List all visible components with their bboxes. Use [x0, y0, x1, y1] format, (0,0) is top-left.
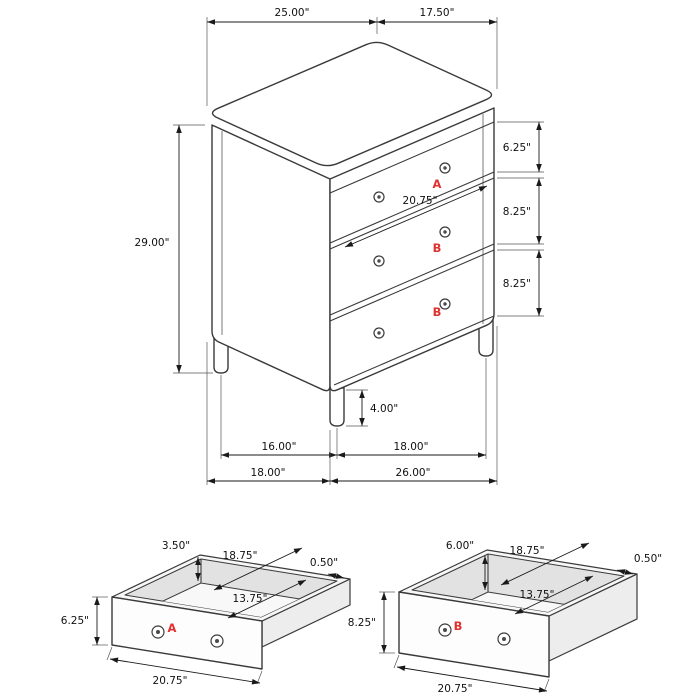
chest-isometric-view: A B B 25.00" 17.50" 29.00" 6.25" 8.25" 8…: [135, 7, 544, 485]
drawer-a-letter: A: [433, 177, 442, 191]
drawer-a-front-panel: [111, 596, 263, 670]
drawer-divider-line: [329, 249, 495, 322]
drawer-knob-dot: [502, 637, 506, 641]
chest-leg-front: [329, 387, 345, 427]
dim-a-side-height: 3.50": [162, 540, 190, 552]
dim-b-width: 20.75": [438, 683, 473, 695]
dim-b-side-height: 6.00": [446, 540, 474, 552]
dim-drawer-b1-front: 8.25": [503, 206, 531, 218]
dimension-line: [344, 185, 488, 248]
dim-a-inner-depth: 13.75": [233, 593, 268, 605]
extension-line: [393, 654, 400, 669]
dim-b-inner-depth: 13.75": [520, 589, 555, 601]
dim-a-outer-depth: 18.75": [223, 550, 258, 562]
drawer-knob-dot: [443, 230, 447, 234]
drawer-b-front-panel: [398, 591, 550, 678]
dim-leg-spacing-depth: 16.00": [262, 441, 297, 453]
chest-top-face: [211, 41, 493, 167]
drawer-knob-dot: [215, 639, 219, 643]
drawer-knob-dot: [443, 302, 447, 306]
dimension-line: [109, 657, 261, 685]
dim-overall-width: 26.00": [396, 467, 431, 479]
drawer-a-detail-view: A 3.50" 18.75" 0.50" 6.25" 13.75" 20.75": [61, 540, 351, 687]
drawer-knob-dot: [377, 195, 381, 199]
dim-height: 29.00": [135, 237, 170, 249]
dimension-line: [616, 569, 634, 575]
dim-a-wall-thickness: 0.50": [310, 557, 338, 569]
drawer-divider-line: [333, 315, 495, 386]
dim-drawer-width: 20.75": [403, 195, 438, 207]
drawer-b-detail-view: B 6.00" 18.75" 0.50" 8.25" 13.75" 20.75": [348, 540, 662, 695]
dim-a-width: 20.75": [153, 675, 188, 687]
dim-a-front-height: 6.25": [61, 615, 89, 627]
extension-line: [106, 646, 113, 661]
dimension-line: [514, 575, 594, 615]
drawer-knob-dot: [443, 166, 447, 170]
drawer-b2-letter: B: [433, 305, 442, 319]
dim-drawer-a-front: 6.25": [503, 142, 531, 154]
dimension-line: [396, 665, 548, 693]
drawer-b-detail-letter: B: [454, 619, 463, 633]
drawer-knob-dot: [156, 630, 160, 634]
dim-top-depth: 25.00": [275, 7, 310, 19]
dim-leg-height: 4.00": [370, 403, 398, 415]
dimension-line: [227, 579, 307, 619]
dim-leg-spacing-width: 18.00": [394, 441, 429, 453]
drawer-a-detail-letter: A: [168, 621, 177, 635]
drawer-knob-dot: [443, 628, 447, 632]
dim-overall-depth: 18.00": [251, 467, 286, 479]
drawer-divider-line: [329, 121, 495, 194]
dimension-line: [327, 573, 345, 579]
drawer-knob-dot: [377, 259, 381, 263]
dim-b-outer-depth: 18.75": [510, 545, 545, 557]
drawer-b1-letter: B: [433, 241, 442, 255]
dim-b-front-height: 8.25": [348, 617, 376, 629]
dim-top-width: 17.50": [420, 7, 455, 19]
dim-drawer-b2-front: 8.25": [503, 278, 531, 290]
drawer-divider-line: [329, 243, 495, 316]
dim-b-wall-thickness: 0.50": [634, 553, 662, 565]
drawer-knob-dot: [377, 331, 381, 335]
